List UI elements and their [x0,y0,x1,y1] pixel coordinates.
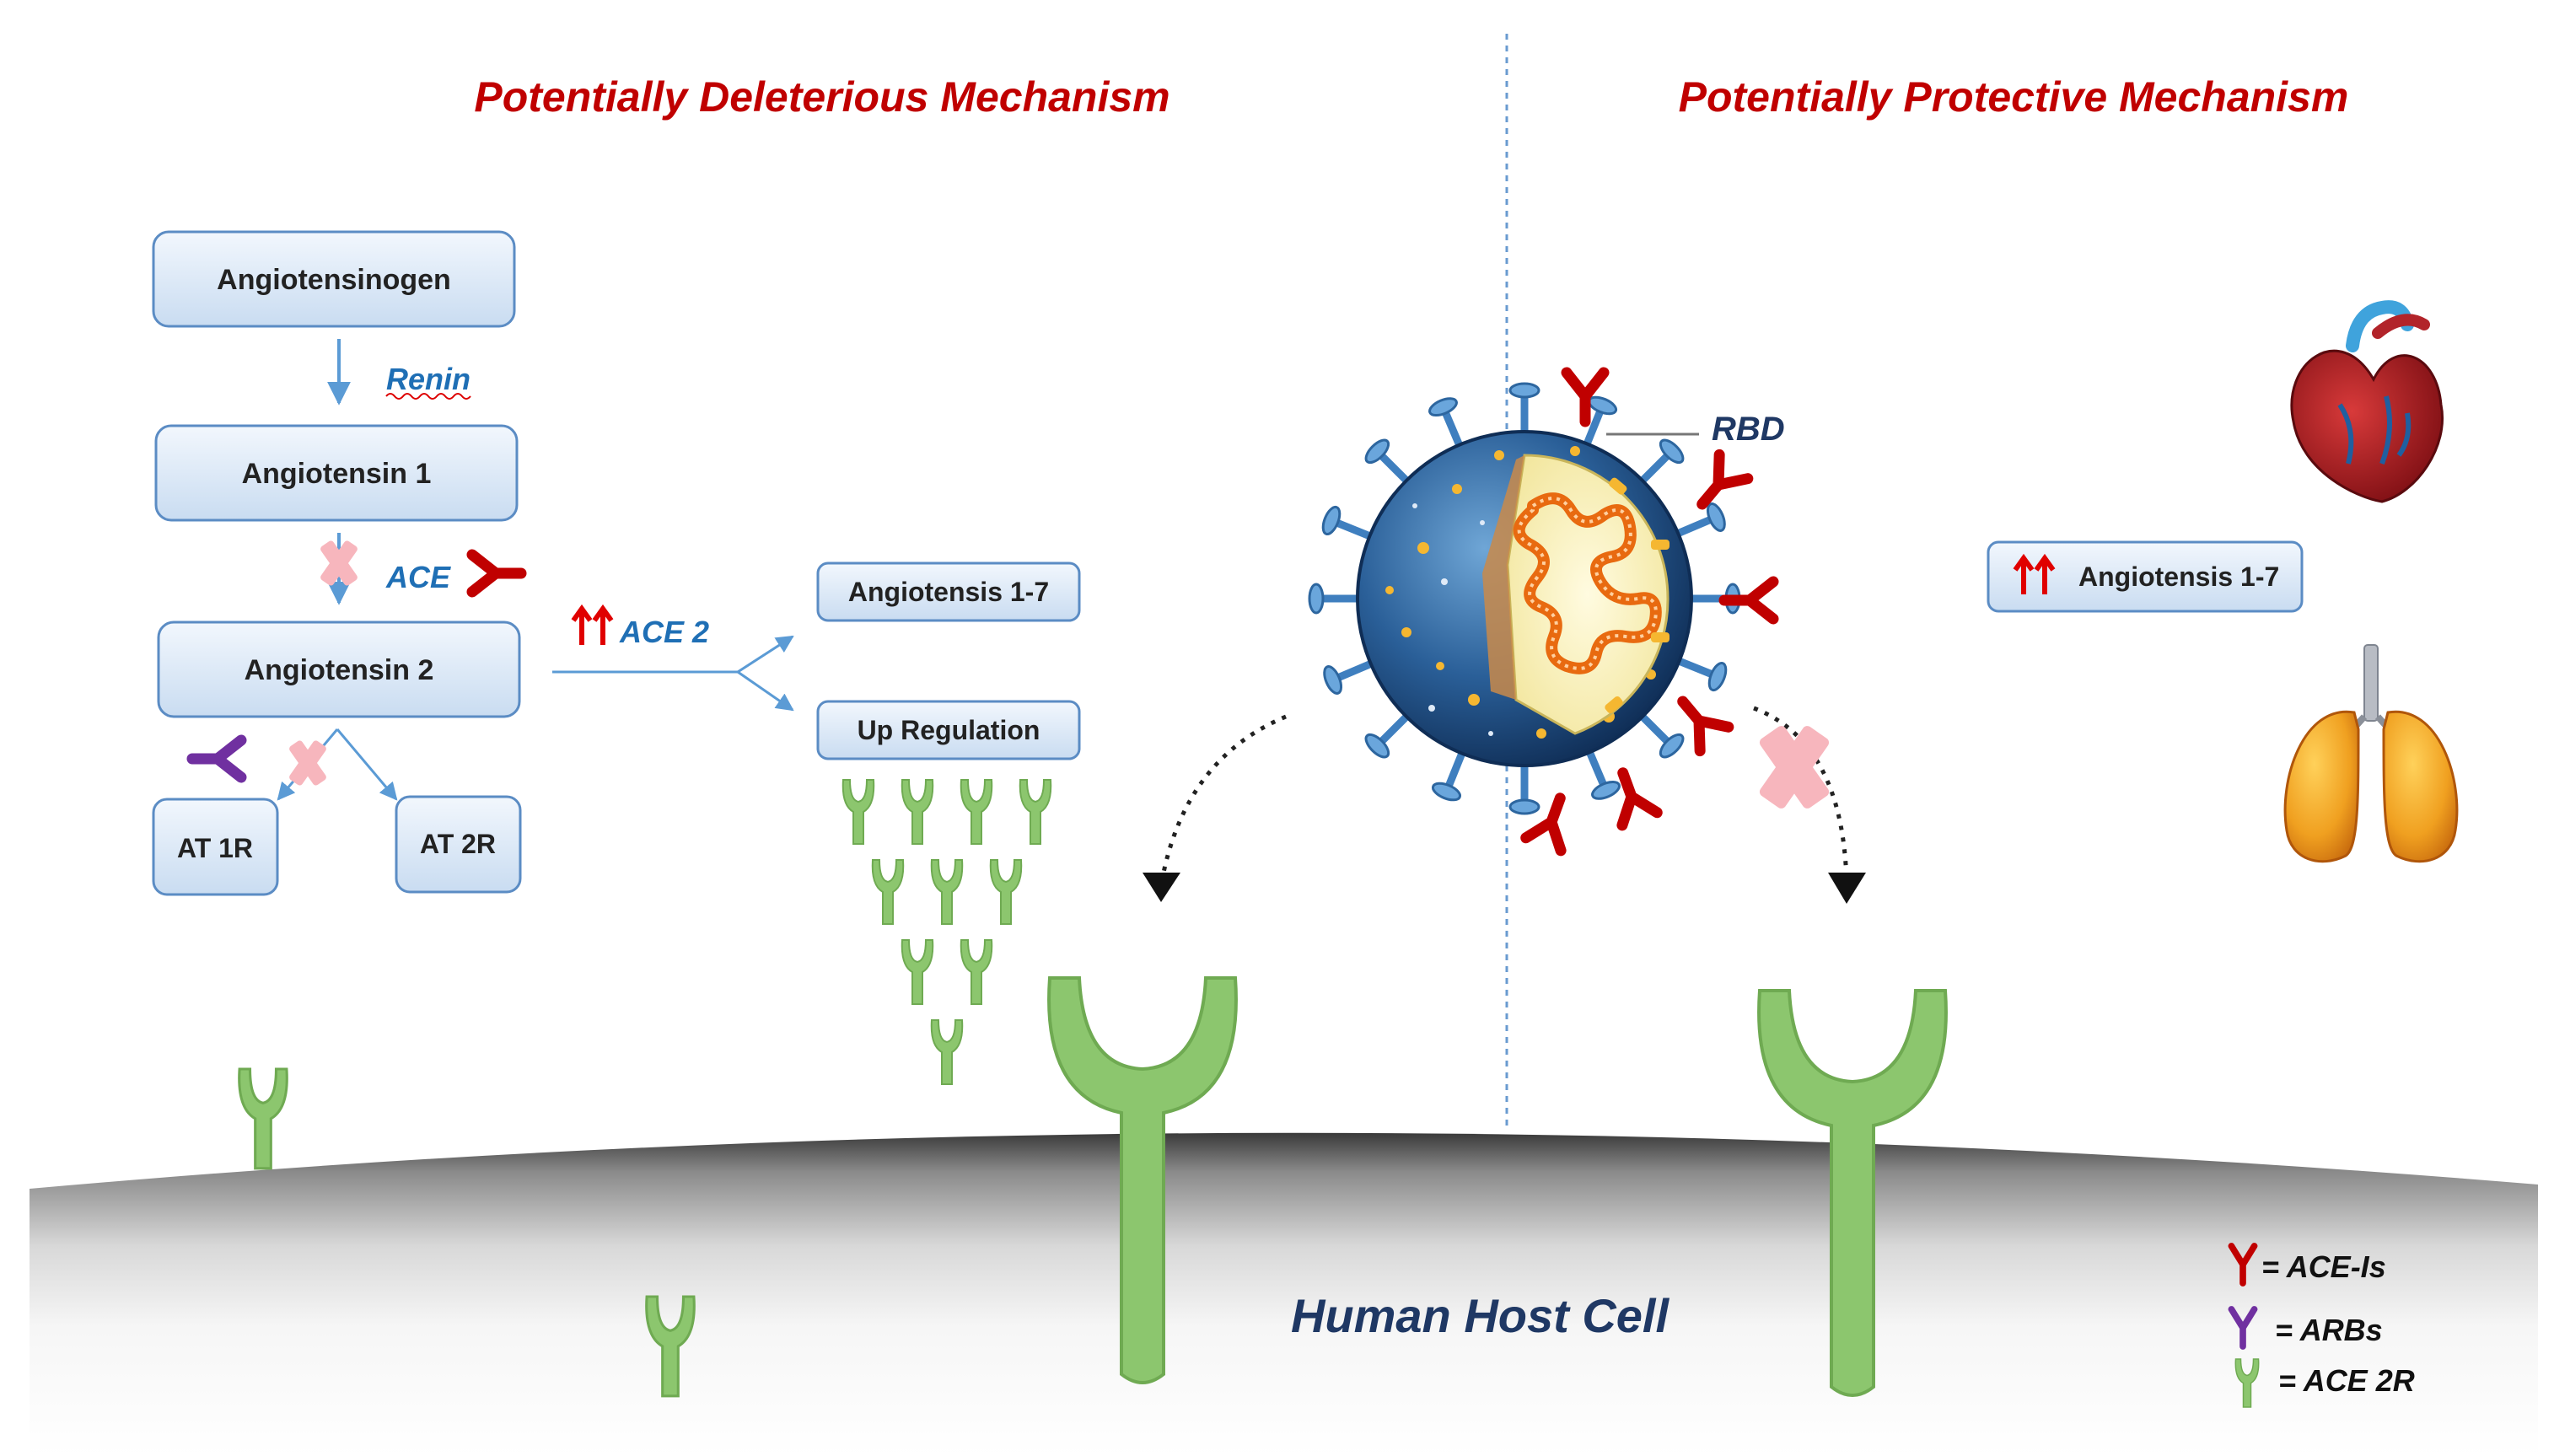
angiotensin-2-box: Angiotensin 2 [157,621,521,718]
up-regulation-box: Up Regulation [816,700,1081,760]
ace2-to-ang17-arrow [737,635,794,674]
ace-inhibitor-icon-virus-5 [1605,766,1657,825]
at1r-blocked-cross-icon [289,740,326,786]
host-cell-label: Human Host Cell [1291,1289,1670,1342]
virus-right-arrowhead-icon [1828,873,1866,904]
legend: = ACE-Is = ARBs = ACE 2R [2228,1243,2415,1408]
virus-cutaway-shell [1482,455,1524,700]
virus-left-arrowhead-icon [1143,873,1180,902]
legend-arbs-icon [2228,1306,2258,1350]
ace2-label: ACE 2 [619,615,709,649]
protective-heading: Potentially Protective Mechanism [1679,73,2349,121]
renin-label: Renin [386,362,470,396]
ace2-receptor-left-small [238,1067,288,1170]
rbd-label: RBD [1712,411,1785,448]
angiotensin-1-7-label: Angiotensis 1-7 [848,577,1049,607]
renin-underline [385,393,471,400]
legend-arbs-label: = ARBs [2275,1313,2383,1347]
heart-icon [2290,300,2444,503]
ace-label: ACE [385,560,451,594]
lungs-icon [2283,644,2459,863]
increase-arrows-icon [2013,553,2056,594]
ace-blocked-cross-icon [320,540,358,586]
legend-ace2r-label: = ACE 2R [2278,1363,2415,1398]
angiotensin-1-box: Angiotensin 1 [154,424,519,522]
arb-icon [186,734,247,783]
ace-inhibitor-icon [472,555,521,592]
angiotensin-2-label: Angiotensin 2 [245,654,434,686]
angiotensinogen-box: Angiotensinogen [152,230,516,328]
ace2-increase-arrows-icon [571,604,614,645]
ace2-to-upreg-arrow [737,670,794,712]
protective-angiotensin-1-7-box: Angiotensis 1-7 [1987,540,2304,613]
blocked-entry-cross-icon [1759,726,1830,809]
up-regulation-label: Up Regulation [858,715,1040,745]
angiotensin-1-7-box: Angiotensis 1-7 [816,561,1081,622]
at2r-box: AT 2R [395,795,522,894]
deleterious-heading: Potentially Deleterious Mechanism [474,73,1169,121]
at1r-label: AT 1R [177,833,253,863]
legend-ace-is-label: = ACE-Is [2261,1249,2386,1284]
angiotensinogen-label: Angiotensinogen [217,264,451,296]
host-cell-membrane [30,1132,2538,1456]
sars-cov-2-virus-icon [1309,384,1739,814]
upregulated-ace2-receptors [841,779,1052,1085]
legend-ace-is-icon [2228,1243,2258,1287]
at1r-box: AT 1R [152,798,279,896]
virus-to-receptor-left-dotted-arrow [1159,714,1287,882]
angiotensin-1-label: Angiotensin 1 [242,458,432,490]
protective-angiotensin-1-7-label: Angiotensis 1-7 [2078,561,2279,592]
at2r-arrow [336,728,398,801]
at2r-label: AT 2R [420,829,496,859]
